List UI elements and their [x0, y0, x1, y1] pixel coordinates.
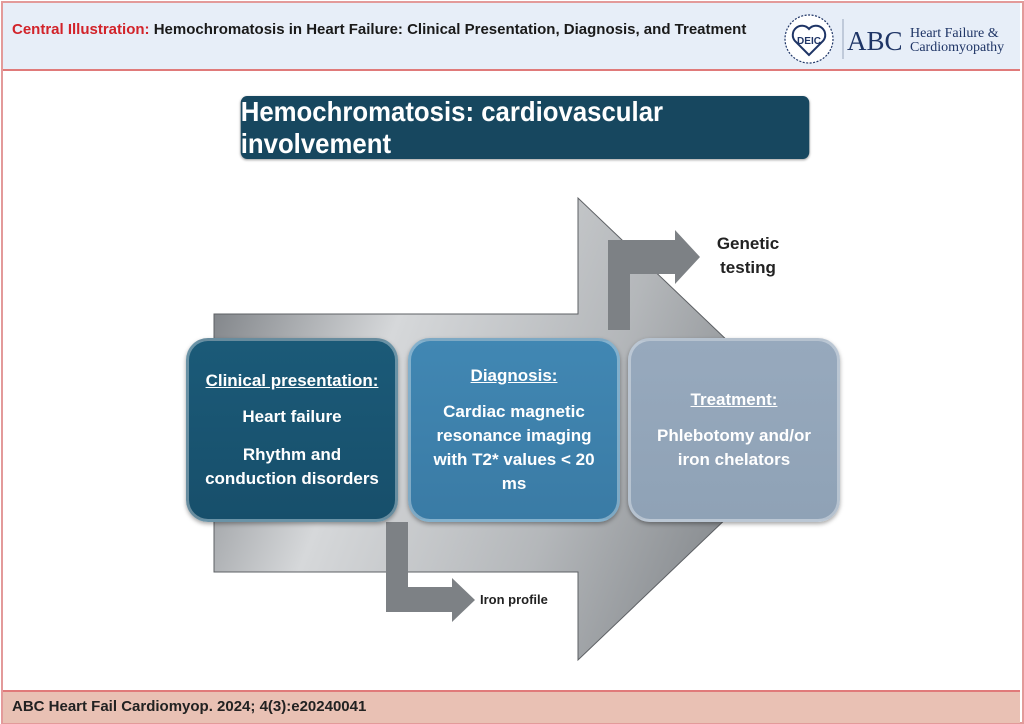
clinical-presentation-box: Clinical presentation: Heart failure Rhy…: [186, 338, 398, 522]
header-title: Central Illustration: Hemochromatosis in…: [12, 20, 772, 39]
genetic-testing-label: Genetic testing: [716, 234, 780, 277]
diagnosis-heading: Diagnosis:: [470, 366, 558, 385]
diagnosis-text: Cardiac magnetic resonance imaging with …: [433, 402, 595, 493]
treatment-text: Phlebotomy and/or iron chelators: [657, 426, 811, 469]
treatment-heading: Treatment:: [690, 390, 778, 409]
iron-profile-arrow: [386, 522, 475, 622]
seal-text: DEIC: [797, 36, 821, 47]
diagnosis-box: Diagnosis: Cardiac magnetic resonance im…: [408, 338, 620, 522]
iron-profile-label: Iron profile: [480, 592, 548, 607]
header-title-text: Hemochromatosis in Heart Failure: Clinic…: [153, 21, 747, 38]
header-label: Central Illustration:: [12, 21, 150, 38]
citation: ABC Heart Fail Cardiomyop. 2024; 4(3):e2…: [12, 698, 367, 715]
journal-name-line1: Heart Failure &: [910, 26, 999, 41]
clinical-presentation-item: Heart failure: [242, 407, 342, 426]
treatment-box: Treatment: Phlebotomy and/or iron chelat…: [628, 338, 840, 522]
clinical-presentation-heading: Clinical presentation:: [205, 371, 379, 390]
footer: ABC Heart Fail Cardiomyop. 2024; 4(3):e2…: [3, 690, 1020, 723]
clinical-presentation-item: Rhythm and conduction disorders: [205, 445, 379, 488]
journal-abbr: ABC: [847, 26, 903, 56]
journal-name-line2: Cardiomyopathy: [910, 40, 1004, 55]
journal-logo: DEIC ABC Heart Failure & Cardiomyopathy: [784, 14, 1004, 64]
header: Central Illustration: Hemochromatosis in…: [3, 3, 1020, 71]
diagram-title: Hemochromatosis: cardiovascular involvem…: [240, 96, 810, 159]
heart-icon: [791, 24, 827, 57]
genetic-testing-arrow: [608, 230, 700, 330]
